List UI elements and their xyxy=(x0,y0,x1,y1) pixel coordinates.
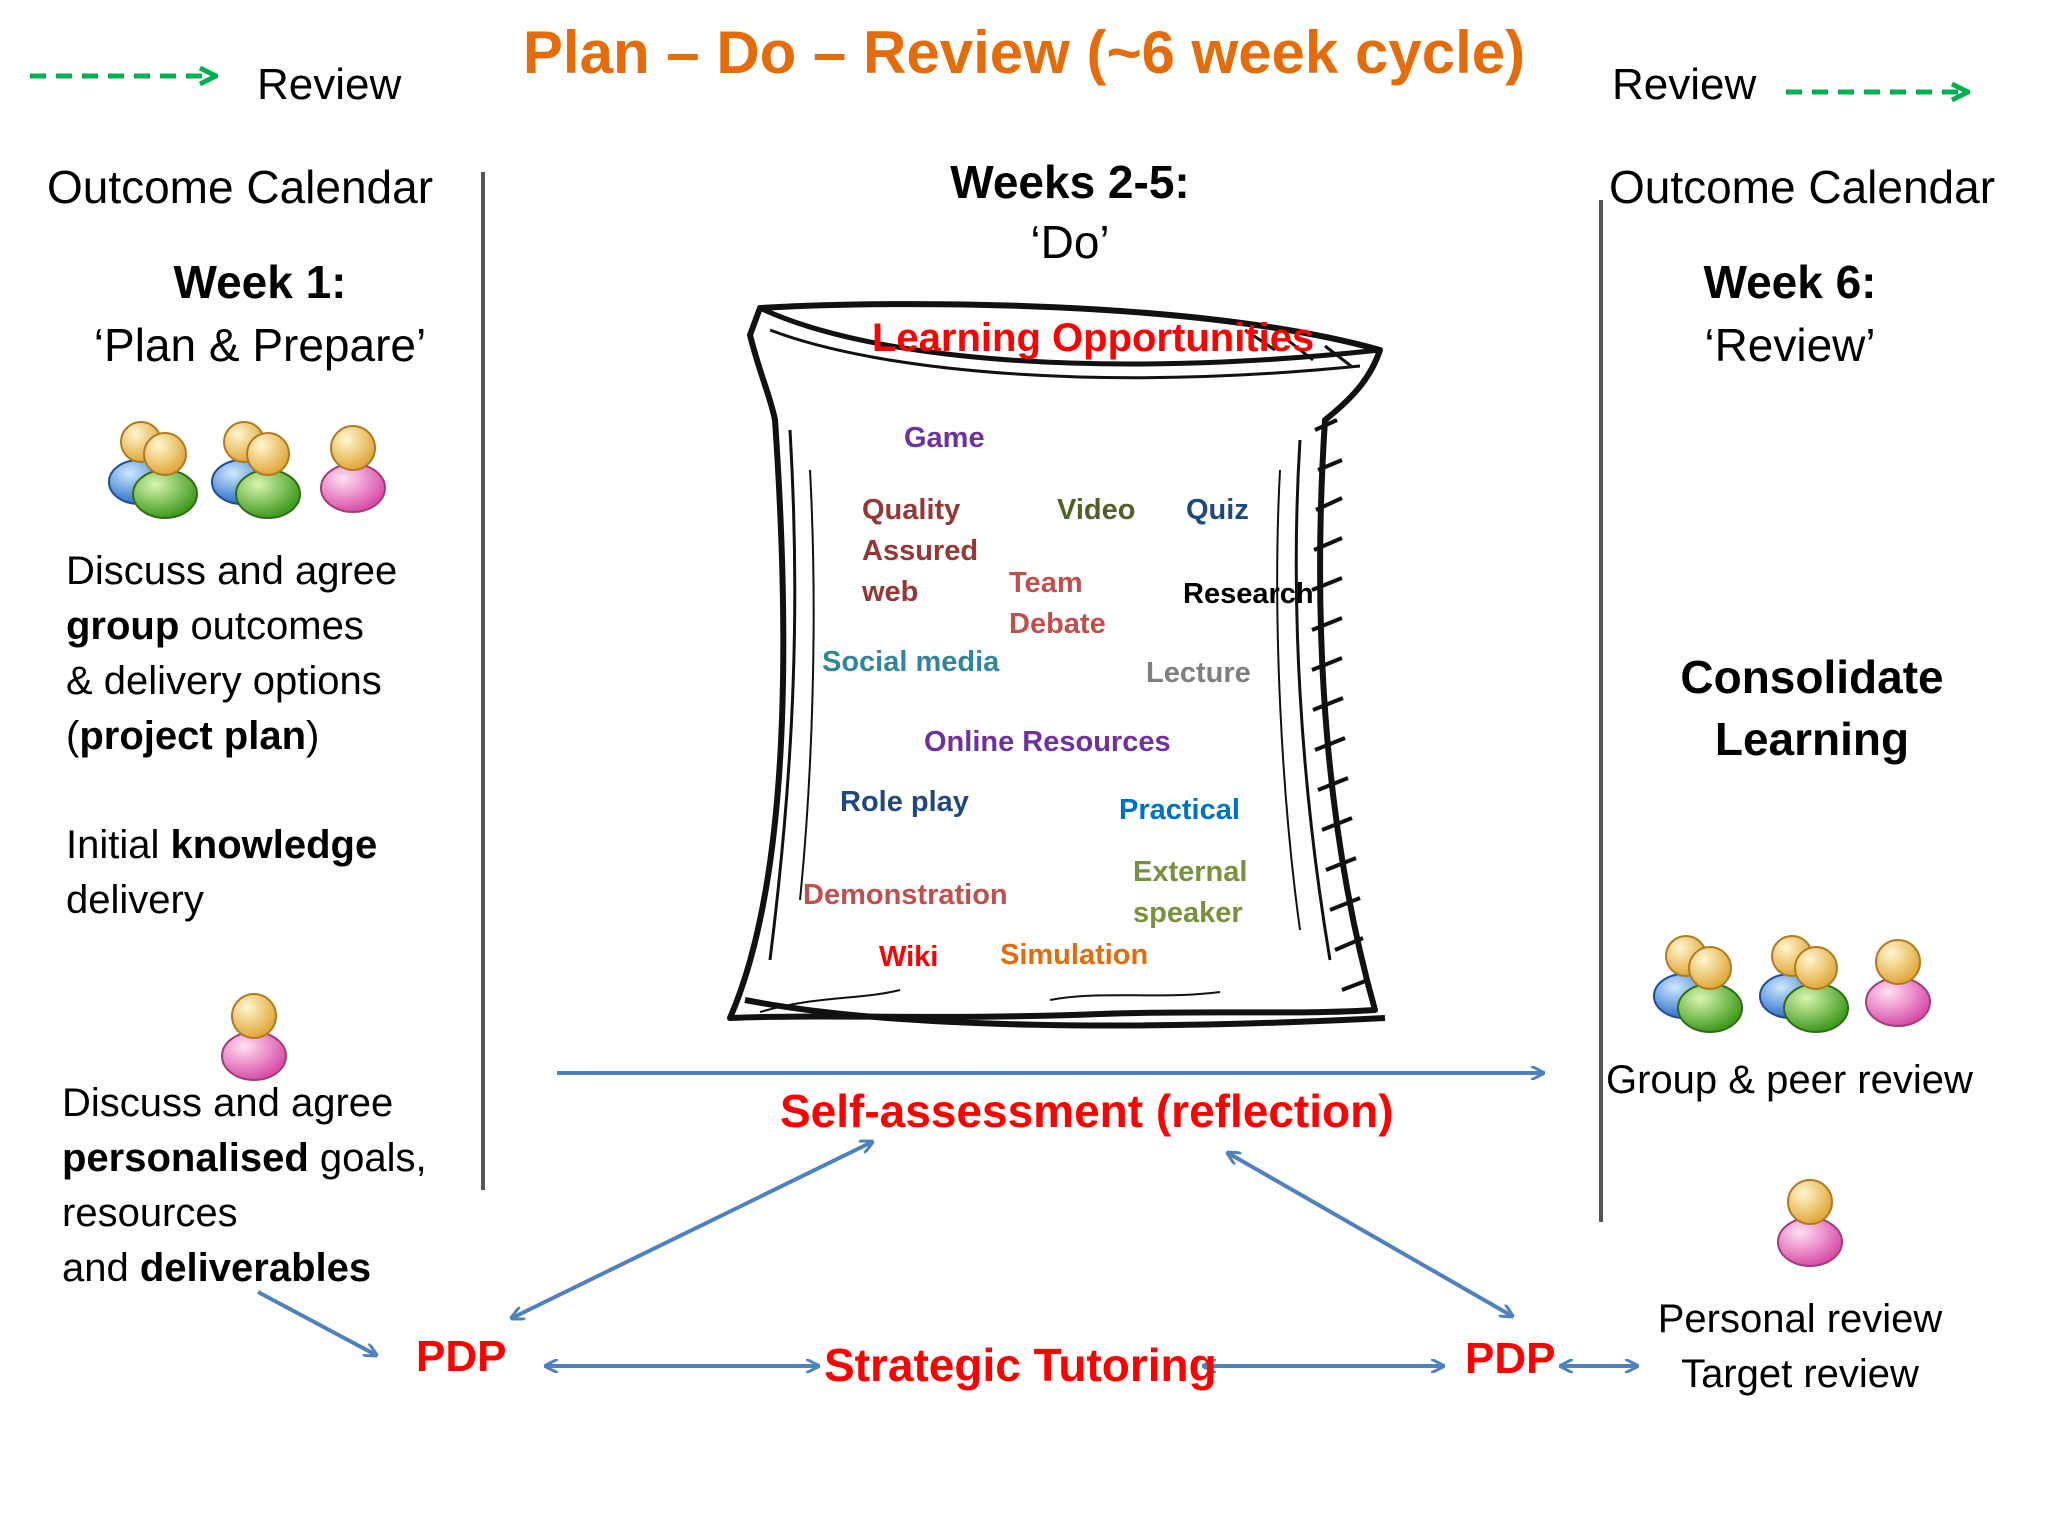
opportunity-practical: Practical xyxy=(1119,794,1240,826)
personal-target-review: Personal review Target review xyxy=(1657,1297,1943,1396)
arrow-deliverables-to-pdp xyxy=(257,1290,376,1355)
group-people-icon xyxy=(1653,935,1743,1033)
review-label-left: Review xyxy=(257,60,402,109)
right-week-heading: Week 6: xyxy=(1703,256,1877,308)
strategic-tutoring-label: Strategic Tutoring xyxy=(824,1339,1217,1391)
opportunity-online-resources: Online Resources xyxy=(924,726,1171,758)
opportunity-demonstration: Demonstration xyxy=(803,879,1008,911)
center-phase: ‘Do’ xyxy=(1030,216,1110,268)
opportunity-social-media: Social media xyxy=(822,646,1000,678)
left-personalised-goals-text: Discuss and agree personalised goals, re… xyxy=(62,1081,427,1290)
group-people-icon xyxy=(211,421,301,519)
opportunity-external-speaker: External speaker xyxy=(1133,856,1248,929)
center-week-heading: Weeks 2-5: xyxy=(950,156,1190,208)
left-group-outcomes-text: Discuss and agree group outcomes & deliv… xyxy=(66,549,398,758)
group-people-icon xyxy=(1759,935,1849,1033)
group-peer-review-label: Group & peer review xyxy=(1606,1058,1973,1102)
group-people-icon xyxy=(108,421,198,519)
opportunity-quiz: Quiz xyxy=(1186,494,1249,526)
opportunity-lecture: Lecture xyxy=(1146,657,1251,689)
opportunity-video: Video xyxy=(1057,494,1136,526)
right-outcome-calendar: Outcome Calendar xyxy=(1608,161,1996,213)
opportunity-team-debate: Team Debate xyxy=(1009,567,1106,640)
left-knowledge-text: Initial knowledge delivery xyxy=(66,823,378,922)
pdp-right-label: PDP xyxy=(1465,1334,1556,1383)
right-phase: ‘Review’ xyxy=(1704,319,1876,371)
opportunity-research: Research xyxy=(1183,578,1314,610)
opportunity-simulation: Simulation xyxy=(1000,939,1149,971)
pdp-left-label: PDP xyxy=(416,1332,507,1381)
left-phase: ‘Plan & Prepare’ xyxy=(93,319,427,371)
opportunity-game: Game xyxy=(904,422,985,454)
consolidate-learning: Consolidate Learning xyxy=(1680,651,1944,765)
left-week-heading: Week 1: xyxy=(173,256,347,308)
review-label-right: Review xyxy=(1612,60,1757,109)
arrow-self-assessment-to-pdp-right xyxy=(1228,1153,1512,1316)
person-icon xyxy=(1777,1179,1843,1267)
opportunity-role-play: Role play xyxy=(840,786,969,818)
person-icon xyxy=(320,425,386,513)
opportunity-quality-assured-web: Quality Assured web xyxy=(862,494,979,608)
left-outcome-calendar: Outcome Calendar xyxy=(46,161,434,213)
page-title: Plan – Do – Review (~6 week cycle) xyxy=(522,19,1526,86)
person-icon xyxy=(1865,939,1931,1027)
arrow-pdp-left-to-self-assessment xyxy=(512,1142,872,1318)
person-icon xyxy=(221,993,287,1081)
bag-illustration xyxy=(727,301,1386,1029)
self-assessment-label: Self-assessment (reflection) xyxy=(780,1085,1394,1137)
bag-title: Learning Opportunities xyxy=(872,316,1315,360)
opportunity-wiki: Wiki xyxy=(879,941,939,973)
